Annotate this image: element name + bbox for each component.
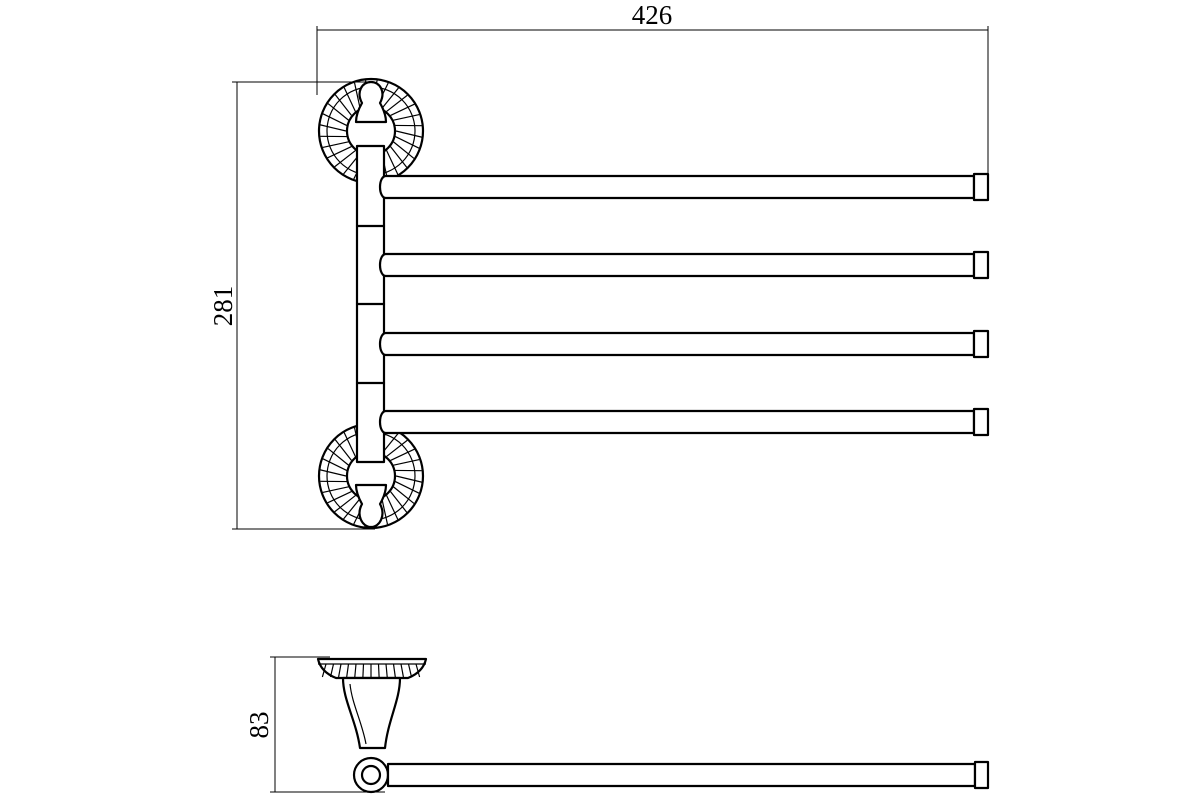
rosette-flute	[390, 491, 408, 513]
rosette-flute	[395, 136, 420, 149]
side-bracket-neck-inner	[349, 683, 367, 745]
side-wall-plate-flutes	[321, 663, 421, 678]
side-plate-flute	[329, 663, 335, 678]
rosette-flute	[393, 458, 420, 466]
side-bracket-neck	[341, 676, 402, 750]
side-plate-flute	[385, 663, 388, 678]
side-pivot-inner	[360, 764, 382, 786]
depth-dimension-label: 83	[244, 712, 274, 739]
rosette-flute	[395, 475, 422, 483]
rosette-flute	[390, 448, 415, 461]
top-mount-finial	[354, 80, 388, 124]
rosette-flute	[393, 113, 420, 121]
side-plate-flute	[321, 663, 327, 678]
towel-arm-4	[378, 407, 990, 437]
side-plate-flute	[346, 663, 350, 678]
side-pivot-outer	[352, 756, 390, 794]
side-plate-flute	[362, 663, 365, 678]
rosette-flute	[386, 94, 408, 112]
towel-arm-2	[378, 250, 990, 280]
width-dimension: 426	[316, 0, 989, 175]
side-plate-flute	[392, 663, 396, 678]
rosette-flute	[322, 486, 349, 494]
height-dimension: 281	[208, 81, 375, 530]
rosette-flute	[386, 495, 399, 520]
rosette-flute	[343, 87, 356, 112]
width-dimension-label: 426	[632, 0, 673, 30]
rosette-flute	[395, 130, 422, 138]
towel-arm-1-bar	[378, 174, 976, 200]
side-plate-flute	[354, 663, 357, 678]
rosette-flute	[327, 103, 349, 121]
towel-arm-4-endcap	[972, 407, 990, 437]
towel-arm-2-bar	[378, 252, 976, 278]
rosette-flute	[334, 439, 352, 461]
side-towel-arm-endcap	[973, 760, 990, 790]
rosette-flute	[322, 458, 347, 471]
towel-arm-2-endcap	[972, 250, 990, 280]
rosette-flute	[393, 486, 415, 504]
towel-arm-3-endcap	[972, 329, 990, 359]
side-towel-arm	[386, 762, 977, 788]
rosette-flute	[322, 141, 349, 149]
towel-arm-3-bar	[378, 331, 976, 357]
rosette-flute	[343, 498, 361, 520]
rosette-flute	[327, 448, 349, 466]
front-view	[317, 77, 990, 530]
rosette-flute	[343, 432, 356, 457]
rosette-flute	[395, 481, 420, 494]
side-plate-flute	[377, 663, 380, 678]
bottom-mount-finial	[354, 483, 388, 529]
rosette-flute	[327, 146, 352, 159]
rosette-flute	[327, 491, 352, 504]
height-dimension-label: 281	[208, 286, 238, 327]
towel-arm-3	[378, 329, 990, 359]
rosette-flute	[386, 439, 408, 457]
towel-arm-1-endcap	[972, 172, 990, 202]
depth-dimension: 83	[244, 656, 385, 793]
side-view	[316, 657, 990, 794]
side-plate-flute	[415, 663, 421, 678]
towel-arm-1	[378, 172, 990, 202]
rosette-flute	[334, 495, 356, 513]
rosette-flute	[381, 87, 399, 109]
rosette-flute	[334, 150, 356, 168]
rosette-flute	[320, 469, 347, 477]
rosette-flute	[390, 103, 415, 116]
rosette-flute	[386, 150, 399, 175]
pivot-post	[355, 144, 386, 464]
side-plate-flute	[407, 663, 413, 678]
towel-arm-4-bar	[378, 409, 976, 435]
rosette-flute	[381, 498, 389, 525]
side-plate-flute	[400, 663, 404, 678]
rosette-flute	[322, 113, 347, 126]
rosette-flute	[320, 124, 347, 132]
rosette-flute	[390, 146, 408, 168]
rosette-flute	[334, 94, 352, 116]
rosette-flute	[353, 82, 361, 109]
rosette-flute	[393, 141, 415, 159]
side-plate-flute	[338, 663, 342, 678]
